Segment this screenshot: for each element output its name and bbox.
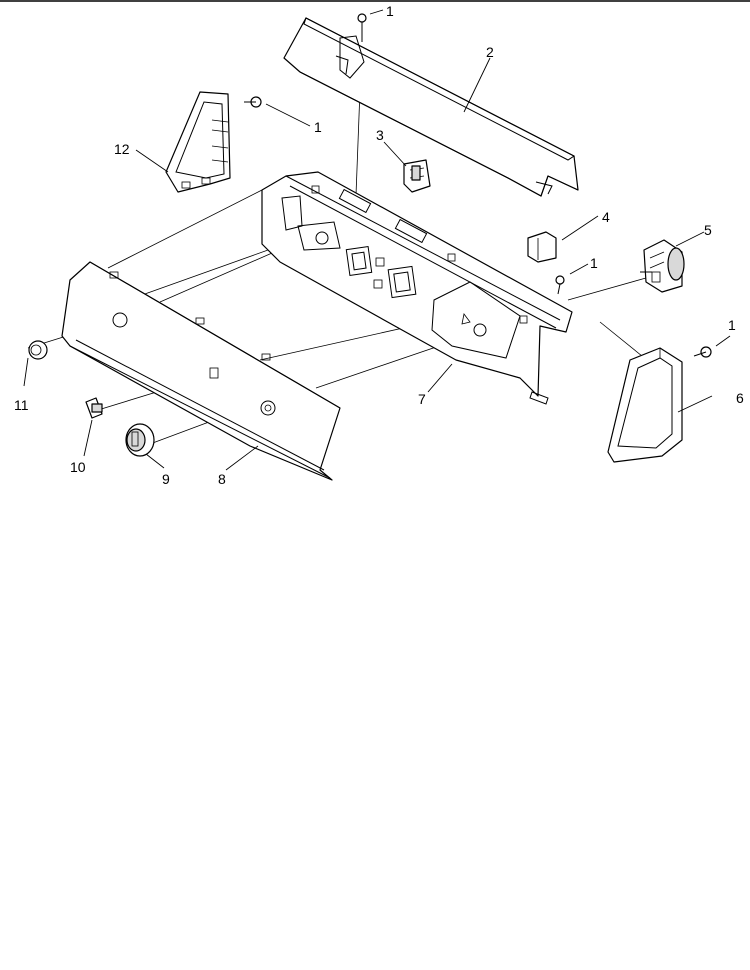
- callout-2: 2: [486, 44, 494, 60]
- callout-12: 12: [114, 141, 130, 157]
- part-12-left-end-cap: [165, 91, 231, 193]
- callout-5: 5: [704, 222, 712, 238]
- callout-8: 8: [218, 471, 226, 487]
- part-9-knob: [125, 423, 155, 457]
- screw-panel: [555, 275, 565, 295]
- screw-left-cap: [244, 96, 262, 108]
- callout-6: 6: [736, 390, 744, 406]
- callout-labels: 1 2 1 3 12 4 5 1 1 6 7 8 9 10 11: [14, 3, 744, 487]
- callout-9: 9: [162, 471, 170, 487]
- screw-top: [357, 13, 367, 42]
- part-8-front-panel: [61, 261, 341, 481]
- part-2-console-top: [283, 17, 579, 197]
- callout-10: 10: [70, 459, 86, 475]
- callout-1-top: 1: [386, 3, 394, 19]
- part-10-push-button: [85, 397, 103, 419]
- callout-leaders: [23, 9, 731, 471]
- screw-right-cap: [693, 346, 712, 358]
- part-4-bracket: [527, 231, 557, 263]
- part-11-small-knob: [28, 340, 48, 360]
- callout-11: 11: [14, 397, 29, 413]
- part-3-switch: [403, 159, 431, 193]
- part-5-timer: [640, 239, 685, 293]
- callout-1-right: 1: [728, 317, 736, 333]
- callout-7: 7: [418, 391, 426, 407]
- callout-1-left: 1: [314, 119, 322, 135]
- callout-1-middle: 1: [590, 255, 598, 271]
- part-6-right-end-cap: [607, 347, 683, 463]
- part-7-console-panel: [261, 171, 573, 405]
- callout-3: 3: [376, 127, 384, 143]
- callout-4: 4: [602, 209, 610, 225]
- part-1-screws: [244, 13, 712, 358]
